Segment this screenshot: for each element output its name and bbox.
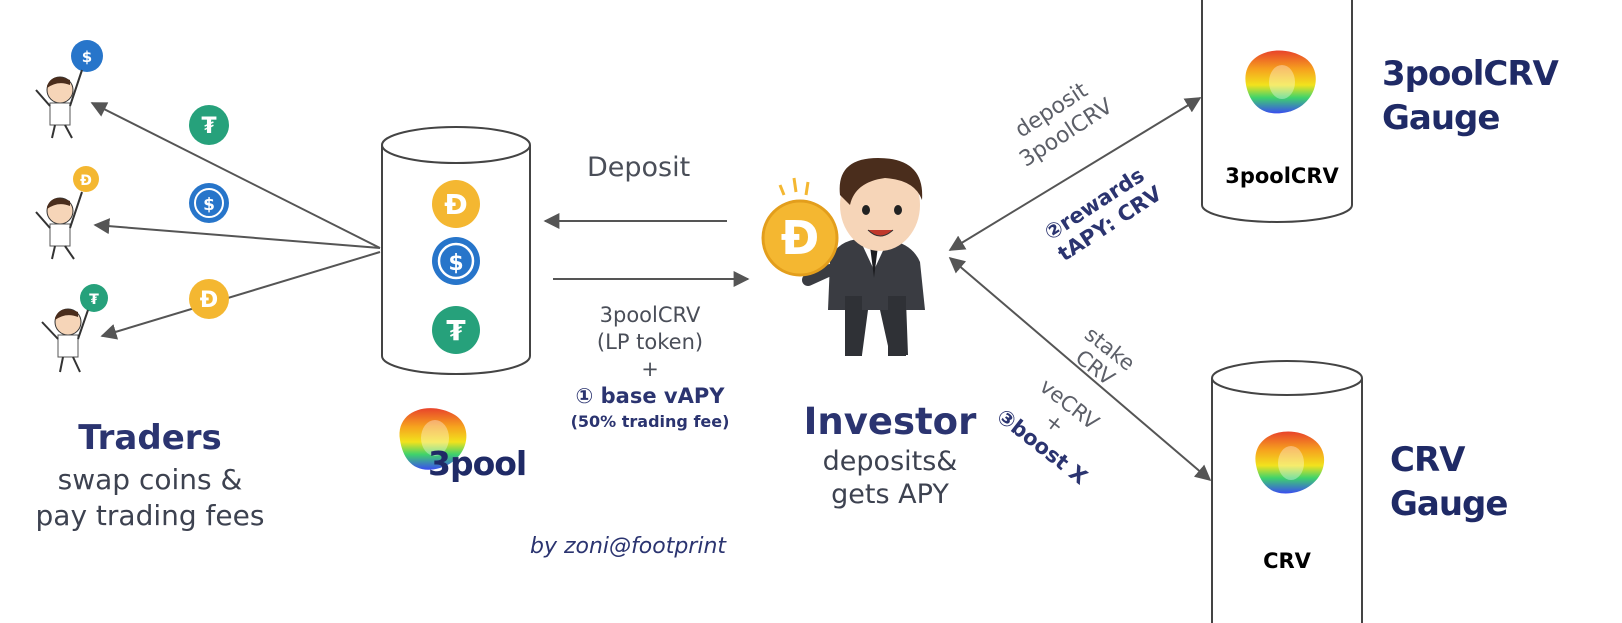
- stake-crv-arrow: [948, 256, 1212, 482]
- svg-text:₮: ₮: [201, 114, 217, 139]
- traders-subtitle-line2: pay trading fees: [35, 499, 265, 532]
- curve-logo-icon: [399, 408, 467, 470]
- arrow-to-trader-2: [93, 218, 381, 249]
- traders-title: Traders: [78, 418, 222, 458]
- crv-gauge-line1: CRV: [1390, 440, 1465, 480]
- 3poolcrv-gauge-line2: Gauge: [1382, 98, 1500, 138]
- dai-coin-icon: Ð: [432, 180, 480, 228]
- svg-text:$: $: [82, 48, 92, 66]
- usdc-coin-icon: $: [189, 183, 229, 223]
- trader-figure-2: Ð: [35, 166, 99, 260]
- lp-token-line2: (LP token): [596, 330, 704, 354]
- 3poolcrv-gauge-title: 3poolCRV Gauge: [1382, 52, 1559, 140]
- svg-text:₮: ₮: [446, 314, 466, 347]
- crv-gauge-cylinder: [1211, 360, 1363, 623]
- pool-to-traders-arrows: [90, 102, 381, 340]
- svg-text:Ð: Ð: [781, 211, 820, 265]
- lp-token-line1: 3poolCRV: [599, 303, 701, 327]
- crv-gauge-line2: Gauge: [1390, 484, 1508, 524]
- svg-text:Ð: Ð: [80, 173, 92, 189]
- investor-subtitle-line2: gets APY: [831, 479, 949, 510]
- 3poolcrv-gauge-line1: 3poolCRV: [1382, 54, 1559, 94]
- 3poolcrv-cylinder-label: 3poolCRV: [1225, 164, 1339, 188]
- arrow-to-trader-3: [100, 251, 381, 340]
- investor-title: Investor: [803, 400, 977, 443]
- crv-gauge-title: CRV Gauge: [1390, 438, 1508, 526]
- svg-text:$: $: [203, 195, 215, 215]
- usdt-coin-icon: ₮: [189, 105, 229, 145]
- svg-text:$: $: [448, 251, 463, 276]
- traders-subtitle-line1: swap coins &: [57, 463, 243, 496]
- crv-cylinder-label: CRV: [1263, 549, 1312, 573]
- 3pool-logo-text: 3pool: [428, 444, 527, 483]
- investor-figure: Ð: [761, 158, 925, 356]
- investor-subtitle-line1: deposits&: [822, 446, 958, 477]
- usdt-coin-icon: ₮: [432, 306, 480, 354]
- lp-token-plus: +: [641, 357, 659, 381]
- svg-text:Ð: Ð: [444, 188, 467, 221]
- gauge-deposit-arrow: [948, 97, 1202, 251]
- trading-fee-note: (50% trading fee): [570, 412, 730, 431]
- curve-logo-icon: [1255, 431, 1325, 494]
- dai-coin-icon: Ð: [189, 279, 229, 319]
- deposit-label: Deposit: [587, 152, 691, 183]
- svg-text:₮: ₮: [89, 292, 99, 308]
- lp-token-label: 3poolCRV (LP token) +: [565, 302, 735, 383]
- base-vapy-label: ① base vAPY: [575, 384, 725, 408]
- arrow-to-trader-1: [90, 102, 381, 249]
- trader-figure-1: $: [35, 40, 103, 139]
- traders-subtitle: swap coins & pay trading fees: [10, 462, 290, 534]
- curve-logo-icon: [1245, 50, 1316, 114]
- usdc-coin-icon: $: [432, 237, 480, 285]
- investor-subtitle: deposits& gets APY: [795, 445, 985, 511]
- credit-text: by zoni@footprint: [530, 534, 727, 559]
- svg-text:Ð: Ð: [200, 288, 218, 313]
- trader-figure-3: ₮: [41, 284, 108, 373]
